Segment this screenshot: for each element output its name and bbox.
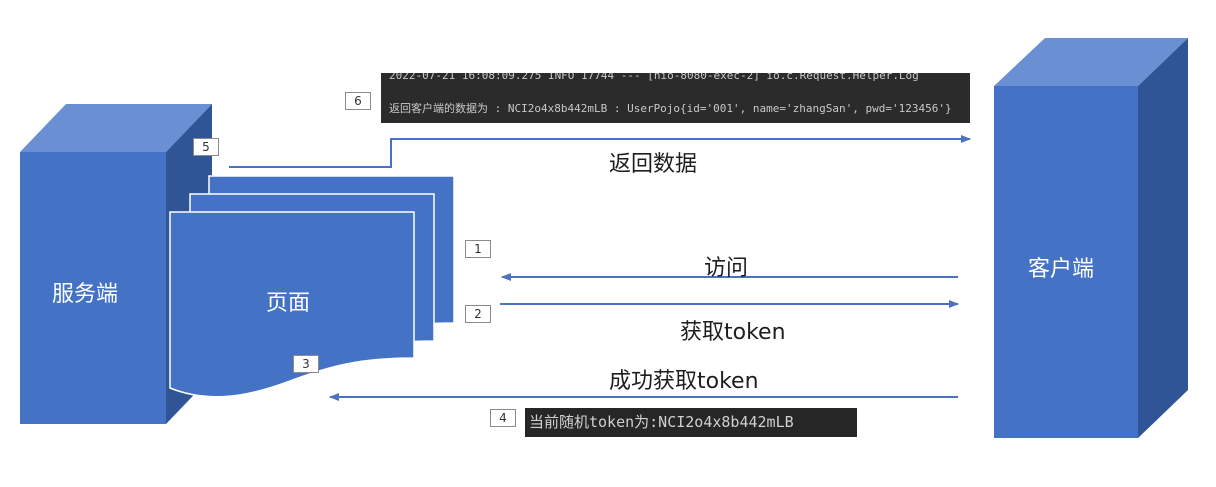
step-badge-2: 2 bbox=[465, 305, 491, 323]
console-log-line: 返回客户端的数据为 : NCI2o4x8b442mLB : UserPojo{i… bbox=[389, 102, 952, 115]
label-token-success: 成功获取token bbox=[609, 369, 759, 394]
label-get-token: 获取token bbox=[680, 320, 786, 345]
client-box-top bbox=[994, 38, 1188, 86]
step-badge-4: 4 bbox=[490, 409, 516, 427]
step-badge-1: 1 bbox=[465, 240, 491, 258]
label-visit: 访问 bbox=[704, 256, 749, 281]
token-log-snippet: 当前随机token为:NCI2o4x8b442mLB bbox=[525, 408, 857, 437]
step-badge-6: 6 bbox=[345, 92, 371, 110]
server-label: 服务端 bbox=[52, 282, 119, 307]
page-label: 页面 bbox=[266, 291, 311, 316]
server-box-front bbox=[20, 152, 166, 424]
arrow-return-data bbox=[229, 135, 971, 168]
server-box-top bbox=[20, 104, 212, 152]
client-label: 客户端 bbox=[1028, 257, 1095, 282]
page-stack bbox=[169, 175, 455, 398]
step-badge-5: 5 bbox=[193, 138, 219, 156]
console-log-snippet: 2022-07-21 16:08:09.275 INFO 17744 --- [… bbox=[381, 73, 970, 123]
step-badge-3: 3 bbox=[293, 355, 319, 373]
client-box-front bbox=[994, 86, 1138, 438]
label-return-data: 返回数据 bbox=[609, 152, 698, 177]
client-box bbox=[994, 38, 1188, 438]
console-log-line: 2022-07-21 16:08:09.275 INFO 17744 --- [… bbox=[389, 73, 919, 82]
client-box-side bbox=[1138, 38, 1188, 438]
page-sheet-front bbox=[169, 211, 415, 398]
